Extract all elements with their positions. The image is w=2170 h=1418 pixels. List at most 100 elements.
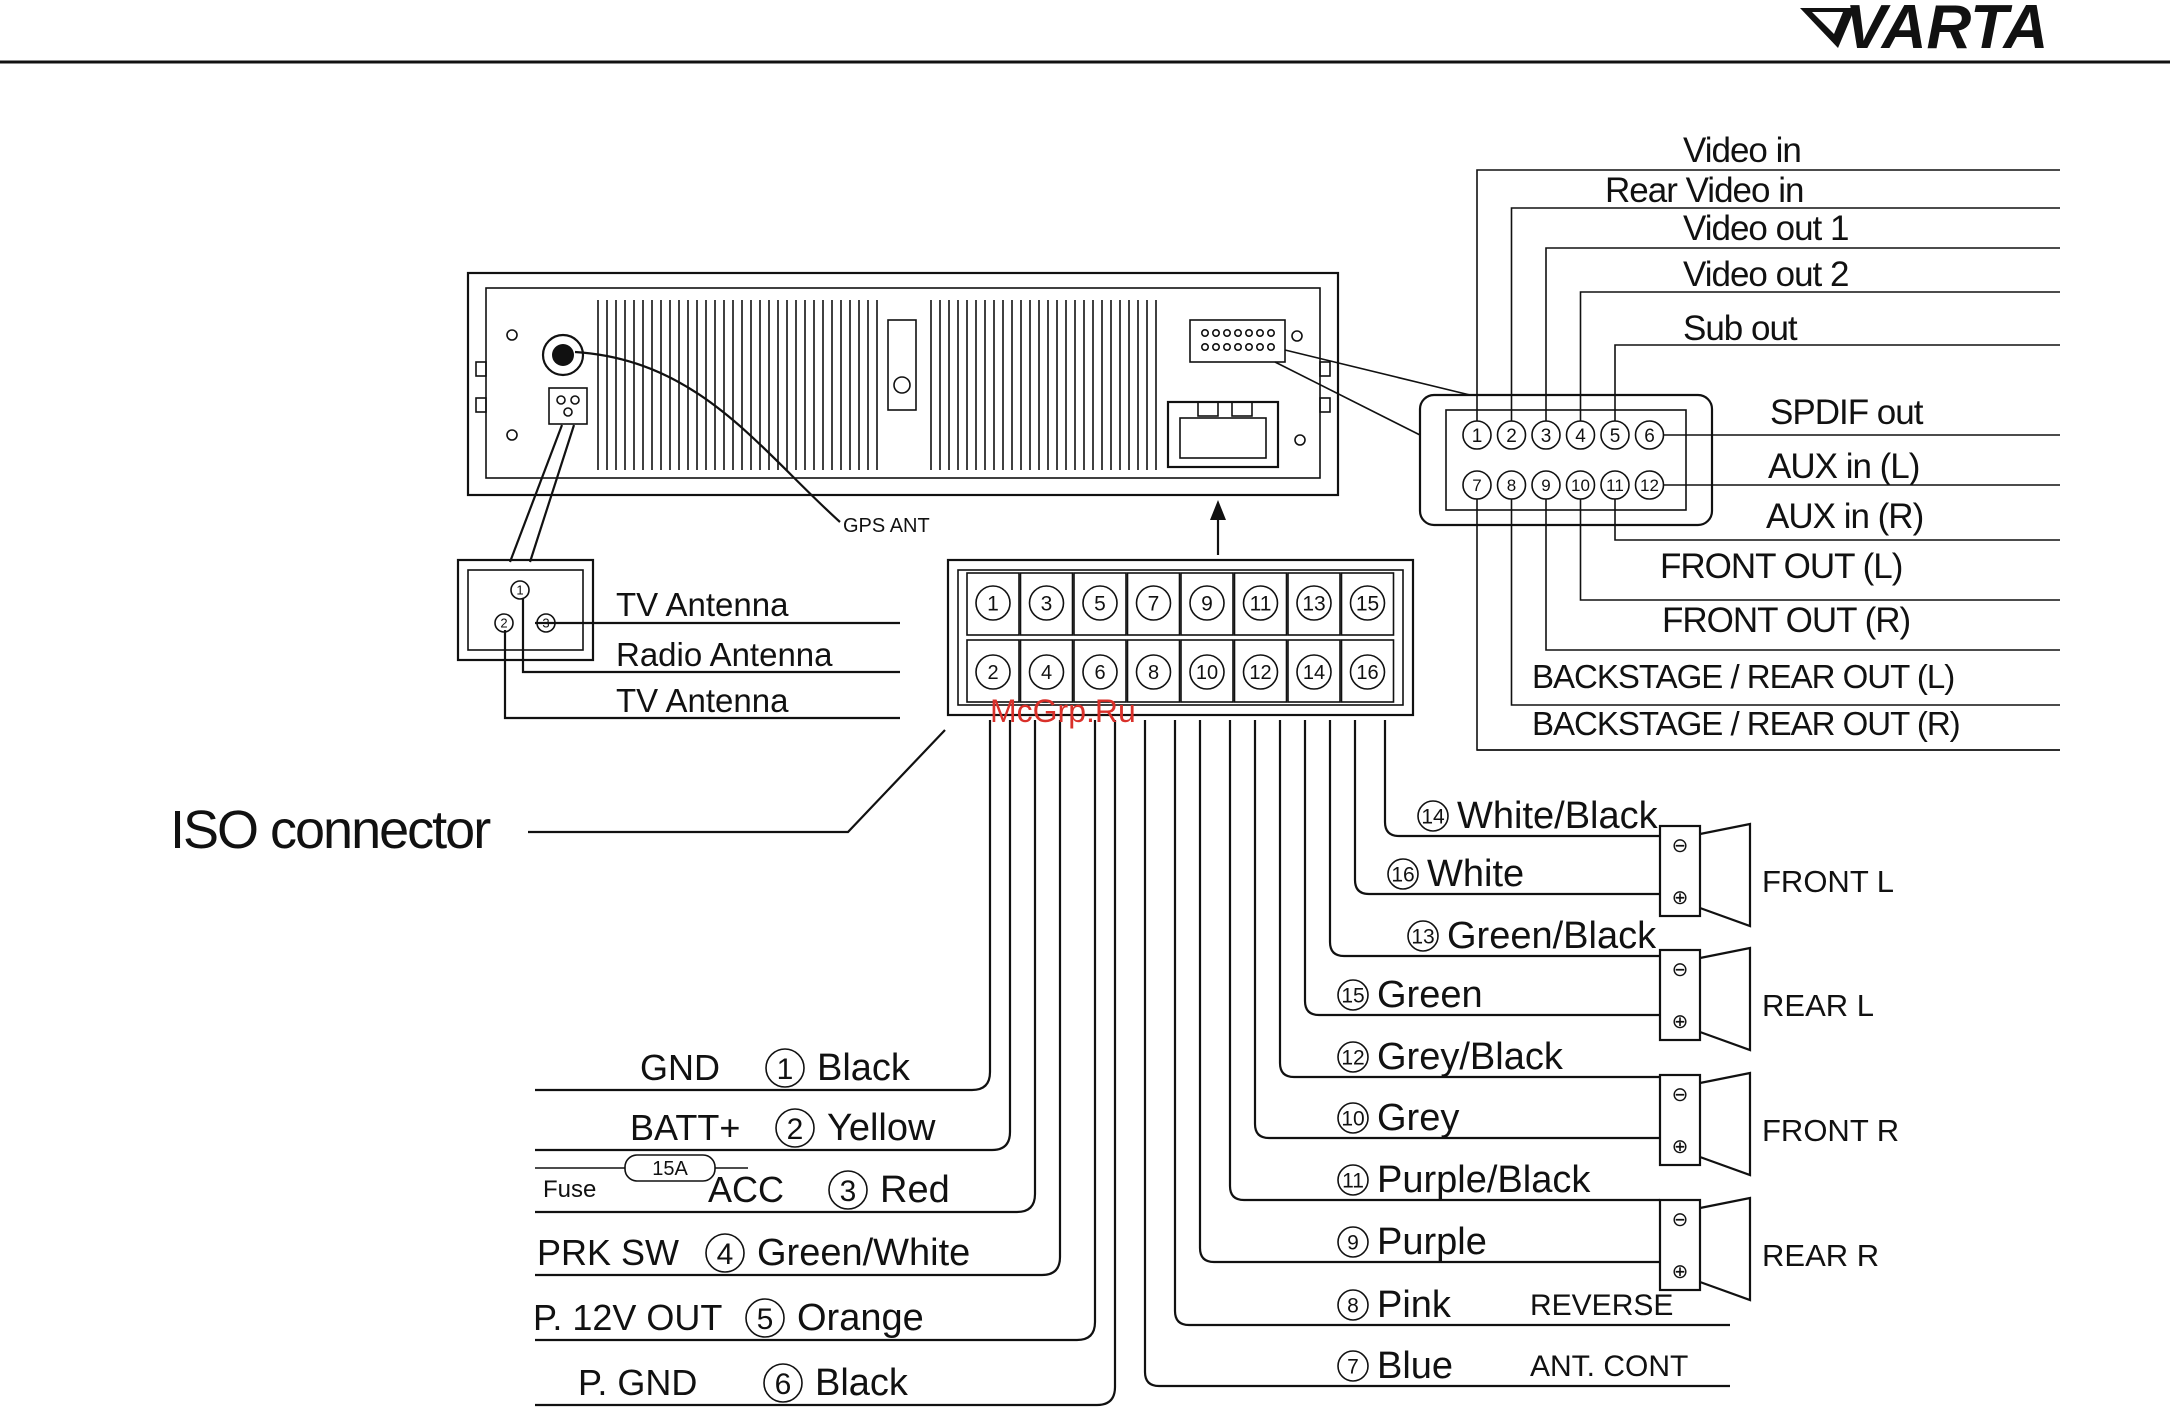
panel-antenna-socket-icon	[548, 387, 588, 425]
fuse-value: 15A	[652, 1158, 688, 1180]
iso-pin-1-number: 1	[987, 593, 999, 616]
right-wire-pin: 15	[1337, 979, 1369, 1011]
av-pin-9-number: 9	[1541, 476, 1550, 495]
left-wire-pin: 4	[705, 1233, 745, 1273]
av-label-3: Video out 2	[1683, 255, 1848, 294]
iso-pin-4: 4	[1028, 654, 1065, 690]
av-pin-11: 11	[1600, 470, 1630, 500]
heatsink	[597, 300, 1157, 470]
av-pin-9: 9	[1531, 470, 1561, 500]
av-label-8: FRONT OUT (L)	[1660, 547, 1902, 586]
right-wire-pin: 16	[1387, 858, 1419, 890]
av-pin-2: 2	[1496, 420, 1527, 450]
fuse-label: Fuse	[543, 1176, 596, 1203]
watermark: McGrp.Ru	[990, 693, 1136, 729]
av-pin-10-number: 10	[1571, 476, 1590, 495]
gps-socket-icon	[541, 333, 585, 377]
iso-pin-15-number: 15	[1356, 593, 1379, 616]
varta-logo-text: VARTA	[1845, 0, 2048, 62]
av-label-2: Video out 1	[1683, 209, 1848, 248]
right-wire-7: 9 Purple	[1337, 1221, 1487, 1263]
iso-pin-9: 9	[1189, 585, 1225, 621]
speaker-icon	[1658, 1198, 1702, 1292]
right-wire-pin: 7	[1337, 1350, 1369, 1382]
left-wire-pin-number: 1	[777, 1053, 794, 1086]
av-label-1: Rear Video in	[1605, 171, 1803, 210]
av-pin-7-number: 7	[1472, 476, 1481, 495]
right-wire-pin: 10	[1337, 1102, 1369, 1134]
right-wire-pin-number: 7	[1347, 1356, 1359, 1379]
right-wire-color: Grey/Black	[1377, 1036, 1564, 1078]
panel-av-socket-icon	[1189, 319, 1286, 363]
speaker-plus: ⊕	[1672, 1136, 1689, 1158]
left-wire-name: BATT+	[630, 1107, 740, 1148]
iso-pin-2-number: 2	[987, 662, 998, 684]
iso-pin-6: 6	[1082, 654, 1118, 690]
iso-pin-13-number: 13	[1302, 593, 1325, 616]
av-label-5: SPDIF out	[1770, 393, 1924, 432]
speaker-3: ⊖⊕REAR R	[1658, 1196, 1879, 1302]
right-wire-pin-number: 9	[1347, 1232, 1359, 1255]
left-wire-pin-number: 5	[757, 1303, 774, 1336]
speaker-1: ⊖⊕REAR L	[1658, 946, 1874, 1052]
right-wire-pin: 8	[1337, 1289, 1369, 1321]
left-wire-pin: 5	[745, 1298, 785, 1338]
iso-pin-4-number: 4	[1041, 662, 1052, 684]
left-wire-pin-number: 2	[787, 1113, 804, 1146]
right-wire-pin-number: 8	[1347, 1295, 1359, 1318]
iso-pin-8: 8	[1135, 654, 1172, 690]
iso-pin-7: 7	[1135, 585, 1172, 621]
iso-pin-16: 16	[1349, 654, 1386, 690]
speaker-label: FRONT R	[1762, 1113, 1899, 1148]
av-pin-12: 12	[1634, 470, 1665, 500]
iso-pin-2: 2	[975, 654, 1011, 690]
iso-pin-5: 5	[1082, 585, 1118, 621]
av-pin-5-number: 5	[1610, 426, 1621, 447]
av-pin-10: 10	[1565, 470, 1596, 500]
antenna-pin-1: 1	[510, 580, 530, 600]
left-wire-pin-number: 4	[717, 1238, 734, 1271]
right-wire-color: Blue	[1377, 1345, 1453, 1387]
av-label-0: Video in	[1683, 131, 1801, 170]
iso-pin-12-number: 12	[1249, 662, 1271, 684]
speaker-group: ⊖⊕FRONT L⊖⊕REAR L⊖⊕FRONT R⊖⊕REAR R	[1658, 822, 1899, 1302]
av-label-10: BACKSTAGE / REAR OUT (L)	[1532, 658, 1954, 695]
gps-ant-label: GPS ANT	[843, 515, 930, 537]
right-wire-color: Green/Black	[1447, 915, 1657, 957]
right-wire-color: Purple	[1377, 1221, 1487, 1263]
right-wire-pin-number: 16	[1391, 864, 1414, 887]
right-wire-pin: 11	[1337, 1164, 1369, 1196]
right-wire-pin: 13	[1407, 920, 1439, 952]
av-label-11: BACKSTAGE / REAR OUT (R)	[1532, 705, 1960, 742]
right-wire-pin-number: 13	[1411, 926, 1434, 949]
iso-pin-6-number: 6	[1094, 662, 1105, 684]
fuse: 15A Fuse	[535, 1154, 748, 1203]
right-wire-pin-number: 15	[1341, 985, 1364, 1008]
right-wire-note: ANT. CONT	[1530, 1350, 1688, 1383]
right-wire-pin: 14	[1417, 800, 1449, 832]
right-wire-6: 11 Purple/Black	[1337, 1159, 1591, 1201]
left-wire-pin-number: 3	[840, 1175, 857, 1208]
right-wire-color: Grey	[1377, 1097, 1459, 1139]
right-wire-pin-number: 11	[1342, 1170, 1364, 1193]
radio-back-panel	[466, 271, 1340, 497]
iso-pin-14: 14	[1296, 654, 1332, 690]
iso-pin-12: 12	[1242, 654, 1279, 690]
left-wire-name: P. 12V OUT	[533, 1297, 722, 1338]
left-wire-pin-number: 6	[775, 1368, 792, 1401]
right-wire-color: Purple/Black	[1377, 1159, 1591, 1201]
av-label-9: FRONT OUT (R)	[1662, 601, 1910, 640]
av-pin-2-number: 2	[1506, 426, 1517, 447]
av-label-4: Sub out	[1683, 309, 1798, 348]
iso-pin-11: 11	[1242, 585, 1279, 621]
right-wire-2: 13 Green/Black	[1407, 915, 1657, 957]
left-wire-name: P. GND	[578, 1362, 697, 1403]
iso-pin-5-number: 5	[1094, 593, 1106, 616]
